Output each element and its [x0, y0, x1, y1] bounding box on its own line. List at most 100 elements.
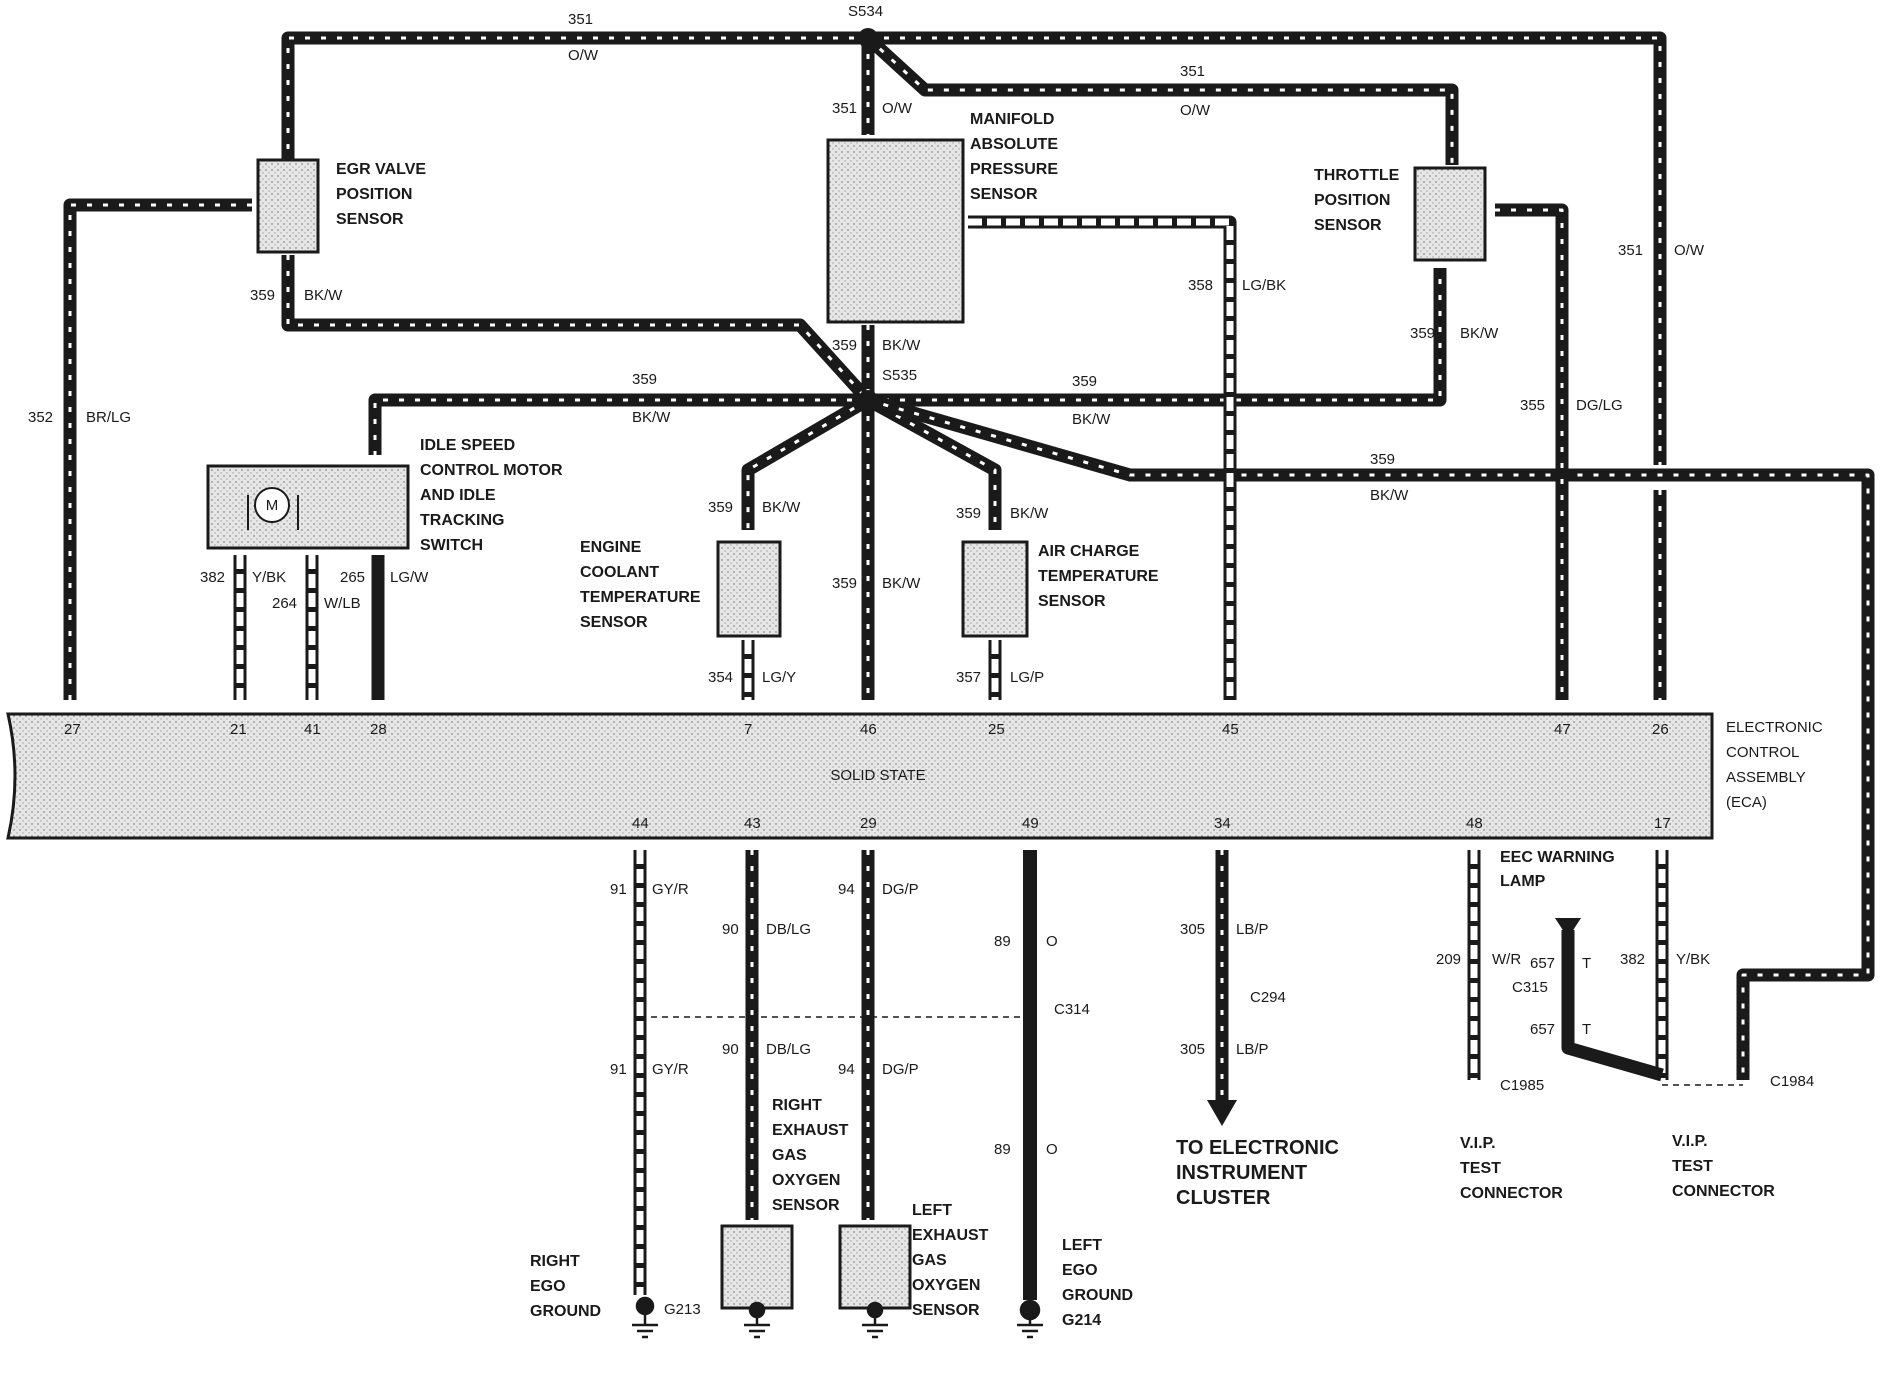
- wire-color: DB/LG: [766, 921, 811, 938]
- wire-color: W/LB: [324, 595, 361, 612]
- wire-label: 382: [1620, 951, 1645, 968]
- tps-label: THROTTLE POSITION SENSOR: [1314, 167, 1400, 234]
- connector-label: C294: [1250, 989, 1286, 1006]
- splice-s535-label: S535: [882, 367, 917, 384]
- wire-label: 89: [994, 1141, 1011, 1158]
- pin-label: 46: [860, 721, 877, 738]
- svg-text:TEST: TEST: [1672, 1158, 1713, 1175]
- right-ego-sensor-box: [720, 1224, 794, 1310]
- wire-label: 359: [250, 287, 275, 304]
- ground-icon: [1017, 1299, 1043, 1339]
- svg-text:MANIFOLD: MANIFOLD: [970, 111, 1054, 128]
- wire-label: 359: [1410, 325, 1435, 342]
- eca-module: [6, 712, 1714, 840]
- wire-352: [63, 198, 252, 700]
- wire-label: 264: [272, 595, 297, 612]
- wire-label: 351: [832, 100, 857, 117]
- pin-label: 17: [1654, 815, 1671, 832]
- svg-text:GROUND: GROUND: [530, 1303, 601, 1320]
- wire-color: BK/W: [632, 409, 671, 426]
- wire-label: 657: [1530, 1021, 1555, 1038]
- ground-icon: [862, 1301, 888, 1339]
- svg-text:SWITCH: SWITCH: [420, 537, 483, 554]
- svg-text:THROTTLE: THROTTLE: [1314, 167, 1400, 184]
- wire-label: 351: [568, 11, 593, 28]
- wire-label: 359: [956, 505, 981, 522]
- wire-color: O: [1046, 1141, 1058, 1158]
- wire-label: 209: [1436, 951, 1461, 968]
- svg-text:SENSOR: SENSOR: [1314, 217, 1382, 234]
- wire-harness: [63, 31, 1875, 1300]
- pin-label: 25: [988, 721, 1005, 738]
- wire-color: BR/LG: [86, 409, 131, 426]
- pin-label: 27: [64, 721, 81, 738]
- wire-label: 359: [1370, 451, 1395, 468]
- map-label: MANIFOLD ABSOLUTE PRESSURE SENSOR: [970, 111, 1058, 203]
- svg-text:TRACKING: TRACKING: [420, 512, 504, 529]
- pin-label: 43: [744, 815, 761, 832]
- wire-label: 359: [832, 337, 857, 354]
- wire-label: 359: [632, 371, 657, 388]
- connector-label: C315: [1512, 979, 1548, 996]
- svg-text:TEMPERATURE: TEMPERATURE: [580, 589, 701, 606]
- svg-text:SENSOR: SENSOR: [772, 1197, 840, 1214]
- svg-text:ENGINE: ENGINE: [580, 539, 642, 556]
- wire-label: 354: [708, 669, 733, 686]
- left-ego-sensor-box: [838, 1224, 912, 1310]
- pin-label: 26: [1652, 721, 1669, 738]
- svg-text:EEC WARNING: EEC WARNING: [1500, 849, 1615, 866]
- wire-label: 94: [838, 1061, 855, 1078]
- svg-text:IDLE SPEED: IDLE SPEED: [420, 437, 515, 454]
- eec-lamp-label: EEC WARNING LAMP: [1500, 849, 1615, 890]
- svg-text:ELECTRONIC: ELECTRONIC: [1726, 719, 1823, 736]
- svg-text:POSITION: POSITION: [1314, 192, 1390, 209]
- svg-text:EGO: EGO: [1062, 1262, 1098, 1279]
- wire-color: O/W: [1180, 102, 1211, 119]
- wire-color: Y/BK: [252, 569, 286, 586]
- wire-color: W/R: [1492, 951, 1521, 968]
- egr-sensor-box: [256, 158, 320, 254]
- connector-label: C314: [1054, 1001, 1090, 1018]
- svg-text:(ECA): (ECA): [1726, 794, 1767, 811]
- wire-label: 358: [1188, 277, 1213, 294]
- wire-label: 305: [1180, 921, 1205, 938]
- wire-color: T: [1582, 955, 1591, 972]
- connector-label: C1984: [1770, 1073, 1814, 1090]
- svg-text:INSTRUMENT: INSTRUMENT: [1176, 1162, 1307, 1184]
- svg-text:RIGHT: RIGHT: [530, 1253, 580, 1270]
- svg-text:TEST: TEST: [1460, 1160, 1501, 1177]
- svg-text:RIGHT: RIGHT: [772, 1097, 822, 1114]
- pin-label: 7: [744, 721, 752, 738]
- wire-label: 305: [1180, 1041, 1205, 1058]
- svg-text:PRESSURE: PRESSURE: [970, 161, 1058, 178]
- eca-label: ELECTRONIC CONTROL ASSEMBLY (ECA): [1726, 719, 1823, 811]
- egr-label: EGR VALVE POSITION SENSOR: [336, 161, 426, 228]
- svg-text:EXHAUST: EXHAUST: [772, 1122, 849, 1139]
- pin-label: 45: [1222, 721, 1239, 738]
- svg-text:SENSOR: SENSOR: [912, 1302, 980, 1319]
- wire-label: 94: [838, 881, 855, 898]
- wire-color: GY/R: [652, 1061, 689, 1078]
- vip-connector-2-label: V.I.P. TEST CONNECTOR: [1672, 1133, 1775, 1200]
- svg-text:TO ELECTRONIC: TO ELECTRONIC: [1176, 1137, 1339, 1159]
- splice-dot-icon: [858, 390, 878, 410]
- wire-355: [1495, 203, 1569, 700]
- wire-color: BK/W: [304, 287, 343, 304]
- wire-color: DG/LG: [1576, 397, 1623, 414]
- wire-color: BK/W: [1010, 505, 1049, 522]
- cluster-label: TO ELECTRONIC INSTRUMENT CLUSTER: [1176, 1137, 1339, 1209]
- wire-label: 90: [722, 1041, 739, 1058]
- wire-color: DG/P: [882, 1061, 919, 1078]
- wire-color: O/W: [1674, 242, 1705, 259]
- pin-label: 48: [1466, 815, 1483, 832]
- svg-text:CONTROL: CONTROL: [1726, 744, 1799, 761]
- act-sensor-box: [961, 540, 1029, 638]
- right-ego-ground-label: RIGHT EGO GROUND: [530, 1253, 601, 1320]
- wire-label: 351: [1180, 63, 1205, 80]
- svg-text:CONTROL MOTOR: CONTROL MOTOR: [420, 462, 563, 479]
- svg-text:SENSOR: SENSOR: [336, 211, 404, 228]
- left-ego-ground-label: LEFT EGO GROUND G214: [1062, 1237, 1133, 1329]
- wire-color: BK/W: [1072, 411, 1111, 428]
- svg-text:SENSOR: SENSOR: [1038, 593, 1106, 610]
